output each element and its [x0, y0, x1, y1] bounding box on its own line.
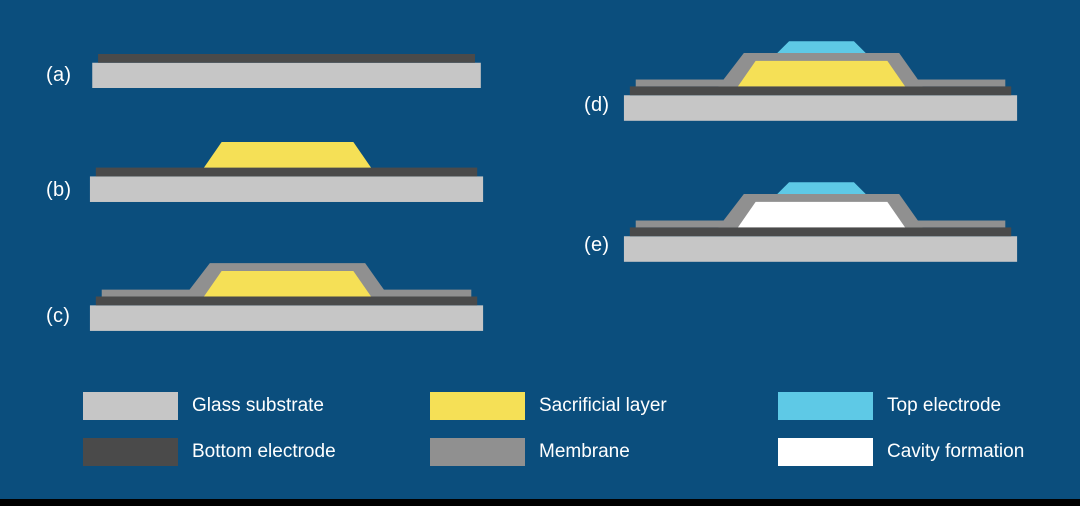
- bottom-electrode-layer: [629, 227, 1012, 237]
- sacrificial-layer: [203, 270, 372, 297]
- legend-label: Sacrificial layer: [539, 395, 667, 416]
- glass-substrate-layer: [92, 62, 481, 88]
- bottom-electrode-layer: [98, 54, 475, 63]
- bottom-electrode-swatch: [83, 438, 178, 466]
- bottom-electrode-layer: [95, 296, 478, 306]
- legend-item-glass-substrate: Glass substrate: [83, 392, 324, 420]
- glass-substrate-layer: [623, 95, 1018, 121]
- legend-label: Cavity formation: [887, 441, 1025, 462]
- legend-label: Glass substrate: [192, 395, 324, 416]
- bottom-black-bar: [0, 499, 1080, 506]
- step-a-cross-section: [92, 54, 481, 88]
- sacrificial-layer: [203, 142, 372, 168]
- step-e-cross-section: [623, 182, 1018, 262]
- legend-label: Membrane: [539, 441, 630, 462]
- sacrificial-layer: [737, 60, 906, 87]
- step-label-d: (d): [584, 94, 610, 116]
- top-electrode-swatch: [778, 392, 873, 420]
- legend-label: Bottom electrode: [192, 441, 336, 462]
- bottom-electrode-layer: [629, 86, 1012, 96]
- step-label-c: (c): [46, 305, 71, 327]
- bottom-electrode-layer: [95, 167, 478, 177]
- cavity-formation-swatch: [778, 438, 873, 466]
- legend-item-membrane: Membrane: [430, 438, 630, 466]
- step-c-cross-section: [89, 263, 484, 331]
- legend-item-top-electrode: Top electrode: [778, 392, 1001, 420]
- glass-substrate-layer: [623, 236, 1018, 262]
- cavity: [737, 201, 906, 228]
- sacrificial-layer-swatch: [430, 392, 525, 420]
- step-label-b: (b): [46, 179, 72, 201]
- top-electrode-layer: [777, 41, 866, 53]
- legend-item-sacrificial-layer: Sacrificial layer: [430, 392, 667, 420]
- membrane-swatch: [430, 438, 525, 466]
- glass-substrate-layer: [89, 176, 484, 202]
- step-b-cross-section: [89, 142, 484, 202]
- glass-substrate-layer: [89, 305, 484, 331]
- step-d-cross-section: [623, 41, 1018, 121]
- step-label-a: (a): [46, 64, 72, 86]
- glass-substrate-swatch: [83, 392, 178, 420]
- legend-label: Top electrode: [887, 395, 1002, 416]
- top-electrode-layer: [777, 182, 866, 194]
- legend-item-cavity-formation: Cavity formation: [778, 438, 1024, 466]
- step-label-e: (e): [584, 234, 610, 256]
- legend-item-bottom-electrode: Bottom electrode: [83, 438, 336, 466]
